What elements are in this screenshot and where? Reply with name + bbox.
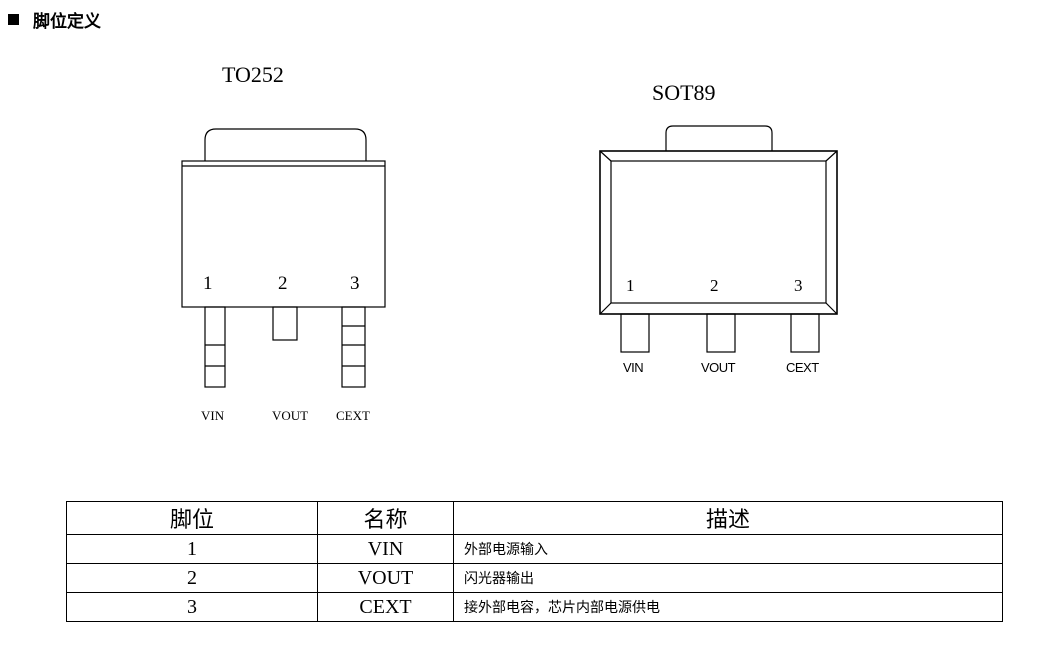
to252-pin-2-lead xyxy=(272,306,298,341)
description-cell: 接外部电容，芯片内部电源供电 xyxy=(453,592,1003,622)
sot89-pin-numbers: 1 2 3 xyxy=(626,276,803,295)
sot89-pin-name-2: VOUT xyxy=(701,360,736,375)
name-cell: VIN xyxy=(317,534,454,564)
sot89-package xyxy=(599,125,838,353)
sot89-tab xyxy=(665,125,773,151)
description-cell: 外部电源输入 xyxy=(453,534,1003,564)
table-row: 2 VOUT 闪光器输出 xyxy=(66,563,1003,593)
sot89-body-inner xyxy=(610,160,827,304)
sot89-pin-number-2: 2 xyxy=(710,276,719,295)
sot89-pin-name-3: CEXT xyxy=(786,360,819,375)
sot89-pin-number-1: 1 xyxy=(626,276,635,295)
pin-cell: 2 xyxy=(66,563,318,593)
to252-pin-numbers: 1 2 3 xyxy=(203,273,360,294)
to252-pin-names: VIN VOUT CEXT xyxy=(201,408,370,423)
sot89-pin-2-lead xyxy=(706,313,736,353)
table-row: 1 VIN 外部电源输入 xyxy=(66,534,1003,564)
sot89-pin-1-lead xyxy=(620,313,650,353)
table-header-row: 脚位 名称 描述 xyxy=(66,501,1003,535)
pin-cell: 3 xyxy=(66,592,318,622)
header-pin: 脚位 xyxy=(66,501,318,535)
package-diagrams: 1 2 3 VIN VOUT CEXT 1 2 3 VIN VOUT CEXT xyxy=(181,125,838,423)
sot89-pin-3-lead xyxy=(790,313,820,353)
name-cell: VOUT xyxy=(317,563,454,593)
sot89-pin-number-3: 3 xyxy=(794,276,803,295)
pin-definition-table: 脚位 名称 描述 1 VIN 外部电源输入 2 VOUT 闪光器输出 3 CEX… xyxy=(66,501,1003,622)
name-cell: CEXT xyxy=(317,592,454,622)
sot89-pin-names: VIN VOUT CEXT xyxy=(623,360,820,375)
description-cell: 闪光器输出 xyxy=(453,563,1003,593)
pin-cell: 1 xyxy=(66,534,318,564)
to252-tab xyxy=(204,128,367,161)
to252-title: TO252 xyxy=(222,62,284,87)
sot89-pin-name-1: VIN xyxy=(623,360,643,375)
to252-pin-name-3: CEXT xyxy=(336,408,370,423)
to252-pin-number-2: 2 xyxy=(278,273,288,294)
table-row: 3 CEXT 接外部电容，芯片内部电源供电 xyxy=(66,592,1003,622)
to252-pin-name-2: VOUT xyxy=(272,408,308,423)
sot89-title: SOT89 xyxy=(652,80,716,105)
header-name: 名称 xyxy=(317,501,454,535)
heading-text: 脚位定义 xyxy=(33,11,101,32)
to252-pin-number-1: 1 xyxy=(203,273,213,294)
section-heading: 脚位定义 xyxy=(8,6,101,32)
to252-pin-number-3: 3 xyxy=(350,273,360,294)
black-square-icon xyxy=(8,13,19,25)
to252-pin-1-lead xyxy=(204,306,226,388)
to252-pin-name-1: VIN xyxy=(201,408,225,423)
header-description: 描述 xyxy=(453,501,1003,535)
to252-pin-3-lead xyxy=(341,306,366,388)
to252-package xyxy=(181,128,386,388)
